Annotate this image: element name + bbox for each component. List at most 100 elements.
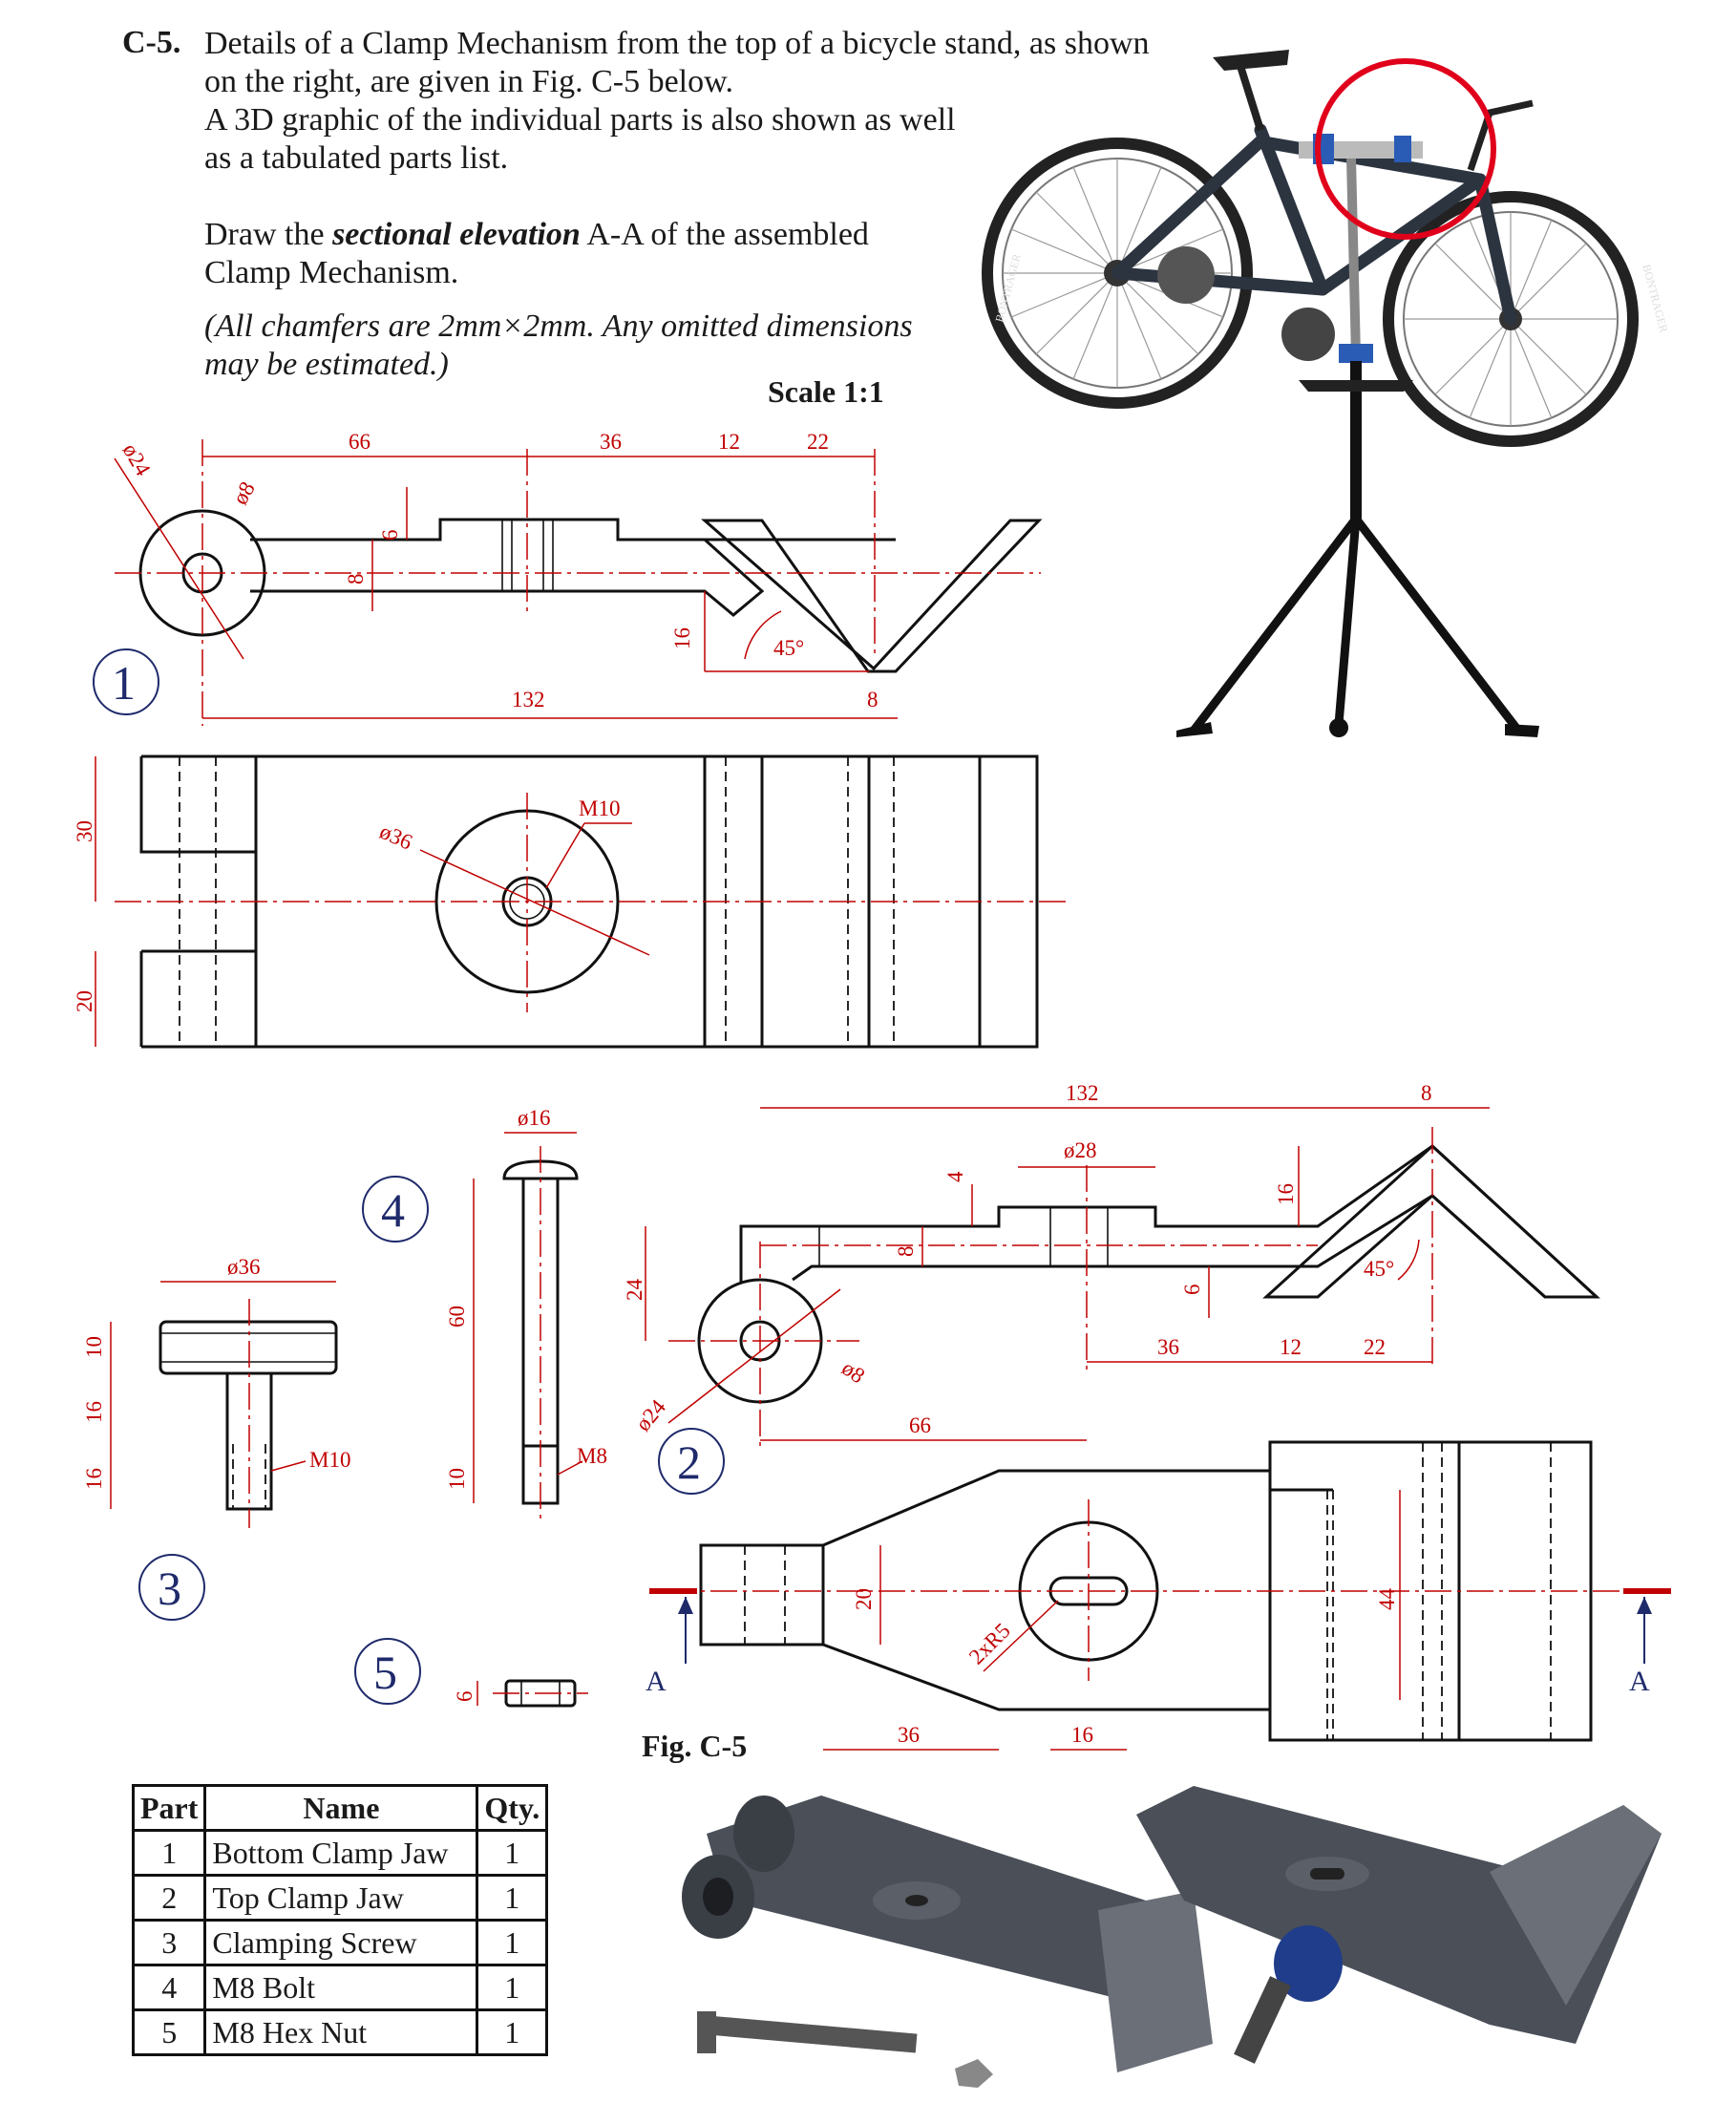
instruction-pre: Draw the [204, 217, 333, 252]
figure-label: Fig. C-5 [642, 1729, 748, 1763]
dim: 16 [1274, 1183, 1298, 1205]
part2-plan: 20 2xR5 44 36 16 A A [646, 1440, 1671, 1751]
cell-part: 5 [131, 2008, 207, 2056]
part1-elevation: 66 36 12 22 132 8 45° 6 8 16 ø24 ø8 [114, 430, 1043, 726]
dim: 10 [445, 1468, 469, 1490]
question-line-2: on the right, are given in Fig. C-5 belo… [204, 64, 733, 99]
dim: 132 [1066, 1081, 1099, 1105]
instruction-emphasis: sectional elevation [332, 217, 581, 252]
dim: 16 [1071, 1723, 1093, 1747]
part-balloon-1: 1 [93, 648, 159, 715]
dim: 16 [82, 1401, 106, 1423]
table-row: 3 Clamping Screw 1 [131, 1919, 549, 1966]
dim: 36 [1157, 1335, 1179, 1359]
dim: 8 [1421, 1081, 1432, 1105]
cell-qty: 1 [476, 1964, 549, 2011]
chainring [1281, 308, 1335, 361]
dim: 45° [773, 636, 804, 660]
svg-text:2: 2 [677, 1435, 701, 1489]
cell-name: M8 Hex Nut [203, 2008, 479, 2056]
parts-3d-render [682, 1786, 1662, 2088]
note: (All chamfers are 2mm×2mm. Any omitted d… [204, 308, 913, 384]
question-number: C-5. [122, 25, 181, 60]
part-balloon-5: 5 [354, 1638, 421, 1705]
dim: 45° [1364, 1257, 1394, 1281]
dim: ø24 [118, 439, 156, 480]
dim: 8 [894, 1246, 918, 1258]
handlebar [1467, 99, 1534, 172]
question-line-4: as a tabulated parts list. [204, 140, 509, 176]
saddle [1213, 50, 1289, 71]
note-line-2: may be estimated.) [204, 347, 449, 382]
dim: 20 [852, 1588, 876, 1610]
dim: M10 [309, 1448, 350, 1472]
dim: 16 [82, 1468, 106, 1490]
cassette [1157, 246, 1215, 304]
part2-elevation: 132 8 ø28 36 12 22 66 45° 4 16 8 6 24 ø2… [623, 1081, 1600, 1452]
dim: 20 [73, 990, 96, 1012]
dim: 30 [73, 820, 96, 842]
cell-part: 2 [131, 1874, 207, 1922]
table-header-row: Part Name Qty. [131, 1784, 549, 1832]
cell-name: Clamping Screw [203, 1919, 479, 1966]
dim: 4 [943, 1171, 967, 1182]
dim: 66 [349, 430, 370, 454]
cell-qty: 1 [476, 2008, 549, 2056]
dim: 44 [1375, 1588, 1399, 1611]
instruction-post: A-A of the assembled [580, 217, 869, 252]
dim: 60 [445, 1306, 469, 1328]
question-line-3: A 3D graphic of the individual parts is … [204, 102, 956, 138]
cell-part: 1 [131, 1829, 207, 1877]
dim: M8 [577, 1444, 607, 1468]
dim: 16 [670, 627, 694, 649]
svg-text:3: 3 [158, 1561, 181, 1615]
dim: 132 [512, 688, 545, 712]
clamp-jaw [1394, 136, 1411, 162]
dim: 6 [453, 1691, 476, 1703]
dim: ø36 [227, 1255, 261, 1279]
dim: 24 [623, 1279, 646, 1302]
stand [1176, 158, 1539, 737]
header-qty: Qty. [476, 1784, 549, 1832]
cell-qty: 1 [476, 1829, 549, 1877]
part5-hex-nut: 6 [453, 1679, 588, 1708]
table-row: 2 Top Clamp Jaw 1 [131, 1874, 549, 1922]
parts-list-table: Part Name Qty. 1 Bottom Clamp Jaw 1 2 To… [131, 1784, 549, 2056]
instruction-line-2: Clamp Mechanism. [204, 255, 459, 290]
part1-plan: M10 ø36 30 20 [73, 754, 1066, 1049]
dim: 6 [378, 530, 402, 542]
dim: ø8 [837, 1356, 869, 1389]
dim: 22 [1364, 1335, 1386, 1359]
dim: 10 [82, 1336, 106, 1358]
section-label-right: A [1629, 1666, 1650, 1697]
part-balloon-2: 2 [658, 1428, 725, 1495]
part4-m8-bolt: ø16 60 10 M8 [445, 1106, 607, 1519]
dim: M10 [579, 797, 620, 820]
dim: ø24 [631, 1394, 671, 1435]
dim: ø8 [228, 478, 260, 508]
dim: 8 [344, 574, 368, 585]
header-name: Name [203, 1784, 479, 1832]
table-row: 5 M8 Hex Nut 1 [131, 2008, 549, 2056]
highlight-circle [1315, 58, 1496, 240]
header-part: Part [131, 1784, 207, 1832]
question-line-1: Details of a Clamp Mechanism from the to… [204, 26, 1150, 61]
svg-text:4: 4 [381, 1183, 405, 1237]
cell-qty: 1 [476, 1874, 549, 1922]
cell-qty: 1 [476, 1919, 549, 1966]
dim: 66 [909, 1413, 931, 1437]
dim: 8 [867, 688, 879, 712]
table-row: 4 M8 Bolt 1 [131, 1964, 549, 2011]
cell-part: 4 [131, 1964, 207, 2011]
dim: 2xR5 [964, 1619, 1015, 1669]
svg-text:5: 5 [373, 1646, 397, 1699]
scale-label: Scale 1:1 [768, 374, 884, 409]
cell-part: 3 [131, 1919, 207, 1966]
dim: ø28 [1064, 1138, 1097, 1162]
svg-text:1: 1 [112, 656, 136, 710]
dim: 12 [718, 430, 740, 454]
dim: 6 [1180, 1285, 1204, 1296]
dim: 36 [600, 430, 622, 454]
note-line-1: (All chamfers are 2mm×2mm. Any omitted d… [204, 308, 913, 344]
